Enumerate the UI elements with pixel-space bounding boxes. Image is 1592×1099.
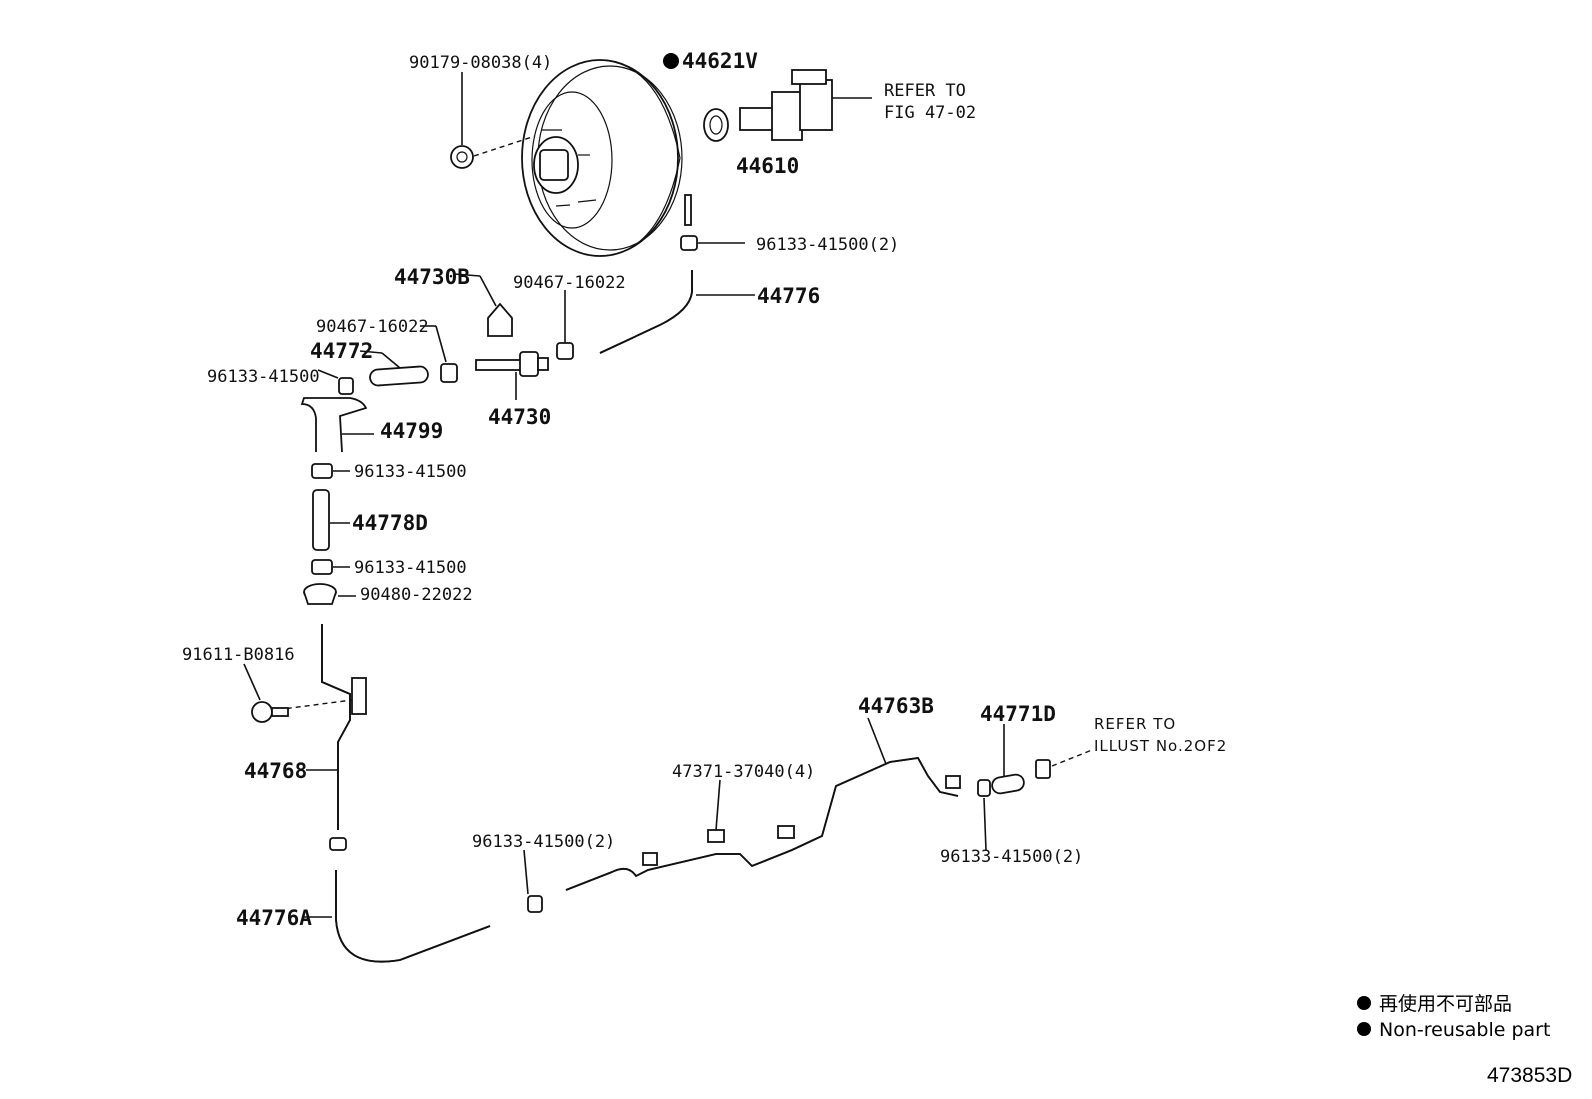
pipe-bracket <box>259 677 367 715</box>
label-hose-44776a: 44776A <box>236 906 312 930</box>
label-hose-44778d: 44778D <box>352 511 428 535</box>
clamp-left-part <box>317 369 354 395</box>
nonreusable-dot-icon <box>663 53 679 69</box>
label-hose-44771d: 44771D <box>980 702 1056 726</box>
label-refer-illust-1: REFER TO <box>1094 715 1176 733</box>
label-clamp-bottom: 96133-41500(2) <box>472 832 615 852</box>
label-pipe-44763b: 44763B <box>858 694 934 718</box>
label-refer-fig-2: FIG 47-02 <box>884 103 976 123</box>
label-clamp-top: 96133-41500(2) <box>756 235 899 255</box>
grommet-part <box>303 583 356 605</box>
legend-dot-icon <box>1357 996 1371 1010</box>
label-hose-44799: 44799 <box>380 419 443 443</box>
figure-id: 473853D <box>1487 1064 1572 1087</box>
label-grommet: 90480-22022 <box>360 585 473 605</box>
pipe-joint-clamp <box>329 837 347 851</box>
seal-ring <box>703 108 729 142</box>
brake-booster <box>521 59 692 257</box>
label-hose-44776: 44776 <box>757 284 820 308</box>
label-valve-44730: 44730 <box>488 405 551 429</box>
label-clamp-right: 96133-41500(2) <box>940 847 1083 867</box>
label-clamp-mid1: 96133-41500 <box>354 462 467 482</box>
legend-jp-text: 再使用不可部品 <box>1379 993 1512 1015</box>
clamp-mid2-part <box>311 559 350 575</box>
label-clamp-left: 96133-41500 <box>207 367 320 387</box>
hose-44776a-shape <box>335 870 491 963</box>
label-hose-44772: 44772 <box>310 339 373 363</box>
hose-44778d-part <box>312 489 350 551</box>
joint-connector <box>1035 749 1093 779</box>
booster-nut <box>450 72 536 169</box>
label-booster: 44610 <box>736 154 799 178</box>
clip-right-part <box>556 290 574 360</box>
check-valve <box>475 351 549 400</box>
label-pipe-44768: 44768 <box>244 759 307 783</box>
clip-left-part <box>420 325 458 383</box>
hose-44771d-part <box>977 724 1025 851</box>
pipe-clamps <box>642 775 961 866</box>
label-clamp-mid2: 96133-41500 <box>354 558 467 578</box>
label-clip-left: 90467-16022 <box>316 317 429 337</box>
label-clip-right: 90467-16022 <box>513 273 626 293</box>
legend: 再使用不可部品 Non-reusable part <box>1357 993 1550 1041</box>
master-cylinder <box>739 69 872 141</box>
label-bolt-top: 90179-08038(4) <box>409 53 552 73</box>
bolt-91611-part <box>243 663 289 723</box>
hose-44772-part <box>359 350 429 387</box>
label-clamp-47371: 47371-37040(4) <box>672 762 815 782</box>
valve-cap <box>453 273 513 337</box>
label-refer-illust-2: ILLUST No.2OF2 <box>1094 737 1227 755</box>
clamp-mid1-part <box>311 463 350 479</box>
label-bolt-91611: 91611-B0816 <box>182 645 295 665</box>
legend-en-text: Non-reusable part <box>1379 1019 1550 1041</box>
clamp-top-part <box>680 235 745 251</box>
label-refer-fig-1: REFER TO <box>884 81 966 101</box>
label-seal: 44621V <box>682 49 758 73</box>
hose-44799-shape <box>300 397 368 453</box>
clamp-bottom-part <box>523 849 543 913</box>
label-valve-b: 44730B <box>394 265 470 289</box>
legend-dot-icon <box>1357 1022 1371 1036</box>
